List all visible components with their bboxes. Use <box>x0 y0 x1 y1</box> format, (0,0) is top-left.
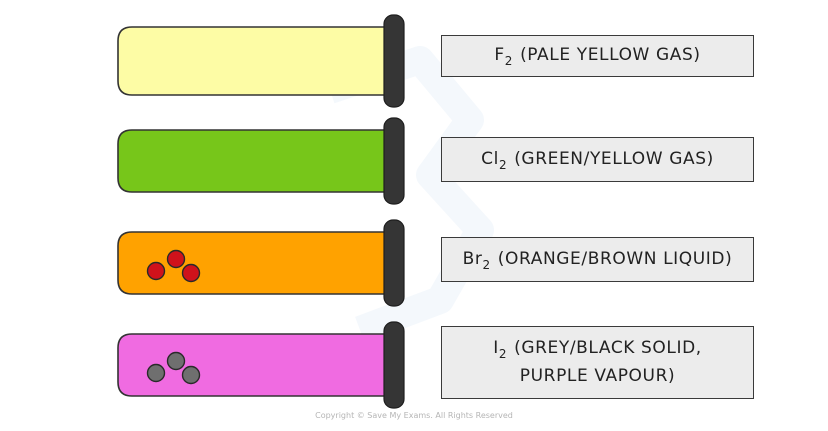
label-line-1: Cl2 (GREEN/YELLOW GAS) <box>481 146 714 173</box>
formula-subscript: 2 <box>498 347 508 362</box>
test-tube-iodine <box>117 321 405 409</box>
formula-symbol: F <box>494 45 505 66</box>
test-tube-chlorine <box>117 117 405 205</box>
test-tube-bromine <box>117 219 405 307</box>
formula-symbol: Cl <box>481 148 499 169</box>
label-line-2: PURPLE VAPOUR) <box>520 363 675 390</box>
formula-subscript: 2 <box>482 257 491 272</box>
tube-body <box>117 26 393 96</box>
label-box-iodine: I2 (GREY/BLACK SOLID, PURPLE VAPOUR) <box>441 326 754 399</box>
copyright-notice: Copyright © Save My Exams. All Rights Re… <box>315 411 513 420</box>
label-line-1: I2 (GREY/BLACK SOLID, <box>493 335 702 362</box>
formula-subscript: 2 <box>504 54 514 69</box>
label-line-1: F2 (PALE YELLOW GAS) <box>494 42 700 69</box>
stopper <box>383 321 405 409</box>
label-line-1: Br2 (ORANGE/BROWN LIQUID) <box>463 246 733 273</box>
stopper <box>383 219 405 307</box>
label-description: (GREEN/YELLOW GAS) <box>514 148 714 169</box>
label-box-bromine: Br2 (ORANGE/BROWN LIQUID) <box>441 237 754 282</box>
formula-subscript: 2 <box>498 157 508 172</box>
label-description: (PALE YELLOW GAS) <box>520 45 701 66</box>
particle <box>166 351 186 371</box>
label-description: (ORANGE/BROWN LIQUID) <box>497 248 733 269</box>
label-box-fluorine: F2 (PALE YELLOW GAS) <box>441 35 754 77</box>
formula-symbol: Br <box>462 248 483 269</box>
label-box-chlorine: Cl2 (GREEN/YELLOW GAS) <box>441 137 754 182</box>
formula-symbol: I <box>493 338 499 359</box>
particle <box>146 363 166 383</box>
stopper <box>383 14 405 108</box>
label-description-continued: PURPLE VAPOUR) <box>519 365 676 386</box>
label-description: (GREY/BLACK SOLID, <box>514 338 702 359</box>
particle <box>166 249 186 269</box>
tube-body <box>117 129 393 193</box>
particle <box>181 263 201 283</box>
test-tube-fluorine <box>117 14 405 108</box>
particle <box>181 365 201 385</box>
stopper <box>383 117 405 205</box>
watermark-logo <box>325 46 494 344</box>
particle <box>146 261 166 281</box>
